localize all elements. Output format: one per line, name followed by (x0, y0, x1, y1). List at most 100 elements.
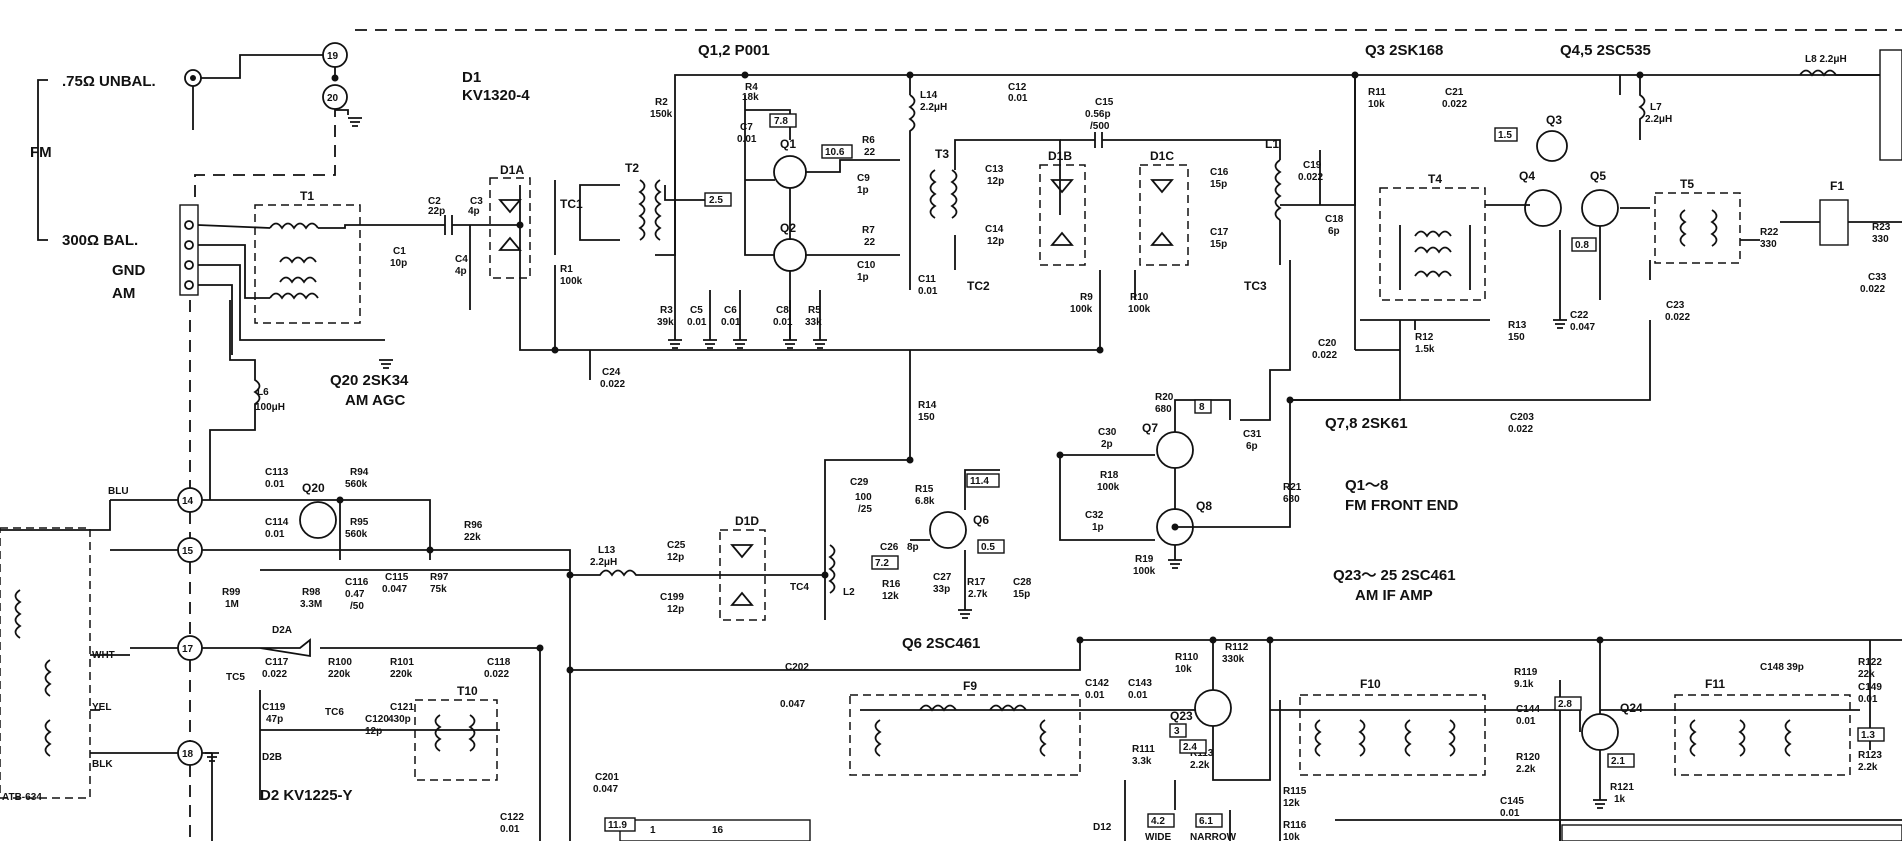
svg-text:C115: C115 (385, 572, 409, 583)
filter-f11-box (1674, 694, 1851, 776)
svg-text:3: 3 (1174, 726, 1180, 737)
svg-text:C11: C11 (918, 274, 936, 285)
svg-text:C21: C21 (1445, 87, 1464, 98)
wht-label: WHT (92, 650, 115, 661)
wide-label: WIDE (1145, 832, 1171, 841)
svg-text:0.56p: 0.56p (1085, 109, 1111, 120)
svg-text:C10: C10 (857, 260, 876, 271)
svg-text:0.022: 0.022 (1860, 284, 1885, 295)
svg-text:0.022: 0.022 (1312, 350, 1337, 361)
svg-text:C119: C119 (262, 702, 286, 713)
svg-text:12p: 12p (365, 726, 382, 737)
svg-text:2.2μH: 2.2μH (590, 557, 617, 568)
svg-text:22p: 22p (428, 206, 445, 217)
d2-label: D2 KV1225-Y (260, 787, 353, 804)
q6-transistor: Q6 (929, 511, 989, 549)
svg-text:18k: 18k (742, 92, 759, 103)
antenna-section: FM .75Ω UNBAL. 300Ω BAL. GND AM (30, 69, 202, 302)
svg-text:0.01: 0.01 (918, 286, 938, 297)
svg-text:/25: /25 (858, 504, 872, 515)
svg-text:6p: 6p (1328, 226, 1340, 237)
svg-text:C17: C17 (1210, 227, 1229, 238)
svg-text:TC6: TC6 (325, 707, 344, 718)
svg-text:/50: /50 (350, 601, 364, 612)
svg-text:11.4: 11.4 (970, 476, 989, 487)
svg-text:0.8: 0.8 (1575, 240, 1589, 251)
q4-transistor: Q4 (1519, 169, 1562, 227)
svg-text:C6: C6 (724, 305, 737, 316)
q7-transistor: Q7 (1142, 421, 1194, 469)
fe-range-label: Q1～8 (1345, 477, 1388, 494)
svg-text:T4: T4 (1428, 172, 1442, 186)
if-title-label: AM IF AMP (1355, 587, 1433, 604)
svg-text:/500: /500 (1090, 121, 1110, 132)
svg-text:R96: R96 (464, 520, 483, 531)
filter-f10-box (1299, 694, 1486, 776)
svg-text:100: 100 (855, 492, 872, 503)
voltage-box-0.5: 0.5 (977, 539, 1005, 554)
svg-text:1M: 1M (225, 599, 239, 610)
svg-text:T5: T5 (1680, 177, 1694, 191)
svg-text:150: 150 (918, 412, 935, 423)
svg-text:R7: R7 (862, 225, 875, 236)
svg-text:1.3: 1.3 (1861, 730, 1875, 741)
svg-text:L7: L7 (1650, 102, 1662, 113)
svg-text:0.022: 0.022 (1665, 312, 1690, 323)
gnd-label: GND (112, 262, 146, 279)
svg-text:33k: 33k (805, 317, 822, 328)
svg-text:R112: R112 (1225, 642, 1249, 653)
svg-text:3.3M: 3.3M (300, 599, 322, 610)
svg-text:0.022: 0.022 (1298, 172, 1323, 183)
q20-label: Q20 2SK34 (330, 372, 409, 389)
svg-text:F11: F11 (1705, 677, 1725, 691)
blk-label: BLK (92, 759, 113, 770)
svg-text:R13: R13 (1508, 320, 1527, 331)
svg-text:C28: C28 (1013, 577, 1032, 588)
svg-text:C114: C114 (265, 517, 289, 528)
svg-text:R11: R11 (1368, 87, 1386, 98)
svg-text:R99: R99 (222, 587, 241, 598)
voltage-box-2.5: 2.5 (704, 192, 732, 207)
svg-text:Q20: Q20 (302, 481, 325, 495)
svg-text:0.022: 0.022 (262, 669, 287, 680)
svg-text:R19: R19 (1135, 554, 1154, 565)
svg-text:R20: R20 (1155, 392, 1174, 403)
svg-text:C122: C122 (500, 812, 524, 823)
svg-text:12k: 12k (882, 591, 899, 602)
svg-text:R17: R17 (967, 577, 986, 588)
svg-text:R101: R101 (390, 657, 414, 668)
svg-text:D2A: D2A (272, 625, 292, 636)
svg-text:C202: C202 (785, 662, 809, 673)
svg-text:6.8k: 6.8k (915, 496, 935, 507)
svg-text:0.01: 0.01 (265, 479, 285, 490)
svg-text:330: 330 (1872, 234, 1889, 245)
voltage-box-11.4: 11.4 (966, 473, 1000, 488)
svg-text:R2: R2 (655, 97, 668, 108)
voltage-box-7.8: 7.8 (769, 113, 797, 128)
svg-text:C19: C19 (1303, 160, 1322, 171)
svg-text:33p: 33p (933, 584, 950, 595)
svg-text:C120: C120 (365, 714, 389, 725)
svg-text:0.01: 0.01 (737, 134, 757, 145)
q45-label: Q4,5 2SC535 (1560, 42, 1651, 59)
svg-text:150: 150 (1508, 332, 1525, 343)
voltage-box-2.4: 2.4 (1179, 739, 1207, 754)
voltage-box-1.5: 1.5 (1494, 127, 1518, 142)
svg-text:Q24: Q24 (1620, 701, 1643, 715)
svg-text:19: 19 (327, 51, 339, 62)
voltage-box-10.6: 10.6 (821, 144, 853, 159)
svg-text:R97: R97 (430, 572, 449, 583)
terminal-17: 17 (177, 635, 203, 661)
svg-text:C145: C145 (1500, 796, 1524, 807)
svg-text:C118: C118 (487, 657, 511, 668)
svg-text:F9: F9 (963, 679, 977, 693)
terminal-strip (179, 204, 199, 296)
svg-text:0.047: 0.047 (1570, 322, 1595, 333)
svg-text:T2: T2 (625, 161, 639, 175)
svg-text:C12: C12 (1008, 82, 1027, 93)
svg-text:12p: 12p (987, 176, 1004, 187)
q12-label: Q1,2 P001 (698, 42, 770, 59)
svg-text:D1C: D1C (1150, 149, 1174, 163)
svg-text:C24: C24 (602, 367, 621, 378)
